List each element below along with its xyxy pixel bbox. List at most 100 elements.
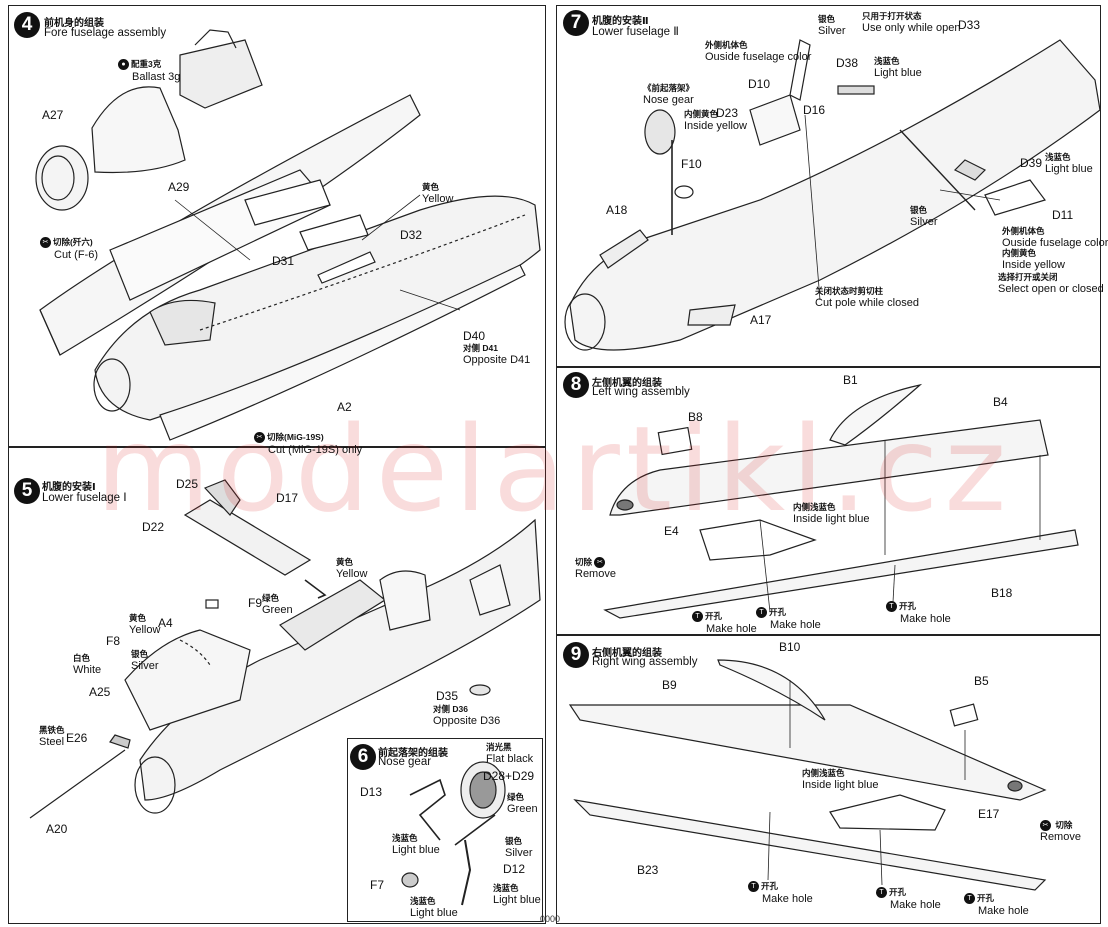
part-b8: B8 <box>688 410 703 424</box>
part-d31: D31 <box>272 254 295 268</box>
yellow-label-4: 黄色 Yellow <box>422 182 454 205</box>
part-b18: B18 <box>991 586 1013 600</box>
part-d35: D35 <box>436 689 459 703</box>
part-e4: E4 <box>664 524 679 538</box>
part-d33: D33 <box>958 18 981 32</box>
white-label: 白色 White <box>73 653 102 676</box>
ballast-label: ●配重3克 Ballast 3g <box>118 58 180 83</box>
cut-mig-label: ✂切除(MiG-19S) Cut (MiG-19S) only <box>254 431 362 456</box>
part-b23: B23 <box>637 863 659 877</box>
cut-icon: ✂ <box>254 431 265 443</box>
inside-yellow-label-7a: 内侧黄色 Inside yellow <box>684 109 747 132</box>
drill-icon: T <box>886 600 897 612</box>
opp-d36-label: 对侧 D36 Opposite D36 <box>433 704 501 727</box>
drill-icon: T <box>876 886 887 898</box>
step5-drawing <box>29 479 541 819</box>
select-open-closed-label: 选择打开或关闭 Select open or closed <box>998 272 1104 295</box>
nose-gear-label: 《前起落架》 Nose gear <box>643 83 695 106</box>
outside-color-label-7b: 外侧机体色 Ouside fuselage color <box>1002 226 1108 249</box>
inside-light-blue-label-8: 内侧浅蓝色 Inside light blue <box>793 502 870 525</box>
inside-yellow-label-7b: 内侧黄色 Inside yellow <box>1002 248 1065 271</box>
step-7-number: 7 <box>563 10 589 36</box>
part-d32: D32 <box>400 228 423 242</box>
step-4-number: 4 <box>14 12 40 38</box>
step-6-title-en: Nose gear <box>378 756 432 768</box>
part-d10: D10 <box>748 77 771 91</box>
silver-label-7b: 银色 Silver <box>910 205 938 228</box>
part-b4: B4 <box>993 395 1008 409</box>
part-f9: F9 <box>248 596 263 610</box>
step-8-title-cn: 左侧机翼的组装 <box>592 378 662 389</box>
part-d22: D22 <box>142 520 165 534</box>
part-a4: A4 <box>158 616 173 630</box>
cut-pole-label: 关闭状态时剪切柱 Cut pole while closed <box>815 286 919 309</box>
part-f7: F7 <box>370 878 385 892</box>
yellow-label-a4: 黄色 Yellow <box>129 613 161 636</box>
drill-icon: T <box>692 610 703 622</box>
steel-label: 黑铁色 Steel <box>39 725 65 748</box>
step8-drawing <box>603 383 1079 619</box>
step-9-title-cn: 右侧机翼的组装 <box>592 648 662 659</box>
step-6-number: 6 <box>350 744 376 770</box>
part-d12: D12 <box>503 862 526 876</box>
part-a25: A25 <box>89 685 111 699</box>
step-8-title-en: Left wing assembly <box>592 386 690 398</box>
part-b9: B9 <box>662 678 677 692</box>
part-e17: E17 <box>978 807 1000 821</box>
part-d11: D11 <box>1052 208 1074 222</box>
step-9-number: 9 <box>563 642 589 668</box>
part-b1: B1 <box>843 373 858 387</box>
part-a20: A20 <box>46 822 68 836</box>
part-f8: F8 <box>106 634 121 648</box>
step6-drawing <box>401 761 506 906</box>
light-blue-label-6c: 浅蓝色 Light blue <box>493 883 541 906</box>
light-blue-label-7a: 浅蓝色 Light blue <box>874 56 922 79</box>
step-4-title-cn: 前机身的组装 <box>44 18 104 29</box>
part-a27: A27 <box>42 108 64 122</box>
step-8-number: 8 <box>563 372 589 398</box>
part-a18: A18 <box>606 203 628 217</box>
cut-icon: ✂ <box>40 236 51 248</box>
page-footer: 0000 <box>540 914 561 924</box>
cut-icon: ✂ <box>1040 820 1051 831</box>
cut-icon: ✂ <box>594 557 606 568</box>
light-blue-label-7b: 浅蓝色 Light blue <box>1045 152 1093 175</box>
silver-label-6: 银色 Silver <box>505 836 533 859</box>
outside-color-label-7a: 外侧机体色 Ouside fuselage color <box>705 40 812 63</box>
inside-light-blue-label-9: 内侧浅蓝色 Inside light blue <box>802 768 879 791</box>
open-only-label: 只用于打开状态 Use only while open <box>862 11 961 34</box>
part-e26: E26 <box>66 731 88 745</box>
step-6-title-cn: 前起落架的组装 <box>378 748 448 759</box>
part-d13: D13 <box>360 785 383 799</box>
flat-black-label: 消光黑 Flat black <box>486 742 534 765</box>
green-label-5: 绿色 Green <box>262 593 293 616</box>
cut-f6-label: ✂切除(歼六) Cut (F-6) <box>40 236 98 261</box>
step9-drawing <box>568 659 1047 891</box>
part-a2: A2 <box>337 400 352 414</box>
part-d25: D25 <box>176 477 199 491</box>
part-d38: D38 <box>836 56 859 70</box>
step-7-title-cn: 机腹的安装Ⅱ <box>592 16 649 27</box>
step7-drawing <box>564 39 1101 351</box>
silver-label-7a: 银色 Silver <box>818 14 846 37</box>
remove-label-8: 切除 ✂ Remove <box>575 556 616 580</box>
drill-icon: T <box>964 892 975 904</box>
step-5-title-cn: 机腹的安装Ⅰ <box>42 482 96 493</box>
step-4-title-en: Fore fuselage assembly <box>44 27 167 39</box>
part-f10: F10 <box>681 157 702 171</box>
light-blue-label-6b: 浅蓝色 Light blue <box>410 896 458 919</box>
remove-label-9: ✂ 切除 Remove <box>1040 819 1081 843</box>
light-blue-label-6a: 浅蓝色 Light blue <box>392 833 440 856</box>
d40-label: D40 对侧 D41 Opposite D41 <box>463 329 531 366</box>
step-5-title-en: Lower fuselage Ⅰ <box>42 492 127 504</box>
part-a29: A29 <box>168 180 190 194</box>
step4-drawing <box>35 29 541 441</box>
panel-step-6 <box>347 738 543 922</box>
silver-label-5: 银色 Silver <box>131 649 159 672</box>
drill-icon: T <box>756 606 767 618</box>
